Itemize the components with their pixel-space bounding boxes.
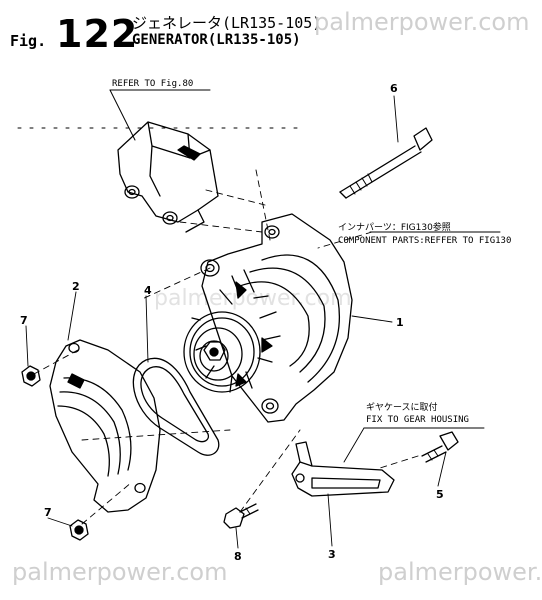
leader-refer-drop — [109, 89, 136, 141]
nut-7-upper — [21, 365, 41, 387]
fig-number: 122 — [56, 12, 139, 56]
callout-component-jp: インナパーツ：FIG130参照 — [338, 221, 451, 233]
bolt-long-6 — [339, 127, 433, 199]
generator-body — [183, 213, 353, 423]
mounting-bracket — [117, 121, 219, 233]
part-number-1: 1 — [396, 316, 404, 329]
adjusting-plate-3 — [291, 441, 395, 497]
watermark-bottom-left: palmerpower.com — [12, 558, 228, 586]
part-number-2: 2 — [72, 280, 80, 293]
part-number-7-upper: 7 — [20, 314, 28, 327]
title-japanese: ジェネレータ(LR135-105) — [132, 14, 322, 32]
bolt-8 — [223, 503, 259, 529]
part-number-7-lower: 7 — [44, 506, 52, 519]
part-number-8: 8 — [234, 550, 242, 563]
watermark-top: palmerpower.com — [314, 8, 530, 36]
part-number-4: 4 — [144, 284, 152, 297]
belt-cover-2 — [49, 339, 161, 513]
figure-header: Fig. 122 ジェネレータ(LR135-105) GENERATOR(LR1… — [6, 8, 536, 58]
part-leaders — [25, 95, 501, 549]
bolt-5 — [421, 431, 459, 463]
callout-component-en: COMPONENT PARTS:REFFER TO FIG130 — [338, 236, 511, 246]
fig-prefix: Fig. — [10, 32, 47, 50]
part-number-6: 6 — [390, 82, 398, 95]
callout-fix-jp: ギヤケースに取付 — [366, 402, 438, 413]
callout-fix-en: FIX TO GEAR HOUSING — [366, 415, 469, 425]
watermark-bottom-right: palmerpower.com — [378, 558, 542, 586]
callout-refer-fig80: REFER TO Fig.80 — [112, 79, 193, 89]
nut-7-lower — [69, 519, 89, 541]
v-belt-4 — [132, 357, 220, 456]
part-number-5: 5 — [436, 488, 444, 501]
part-number-3: 3 — [328, 548, 336, 561]
title-english: GENERATOR(LR135-105) — [132, 32, 301, 48]
